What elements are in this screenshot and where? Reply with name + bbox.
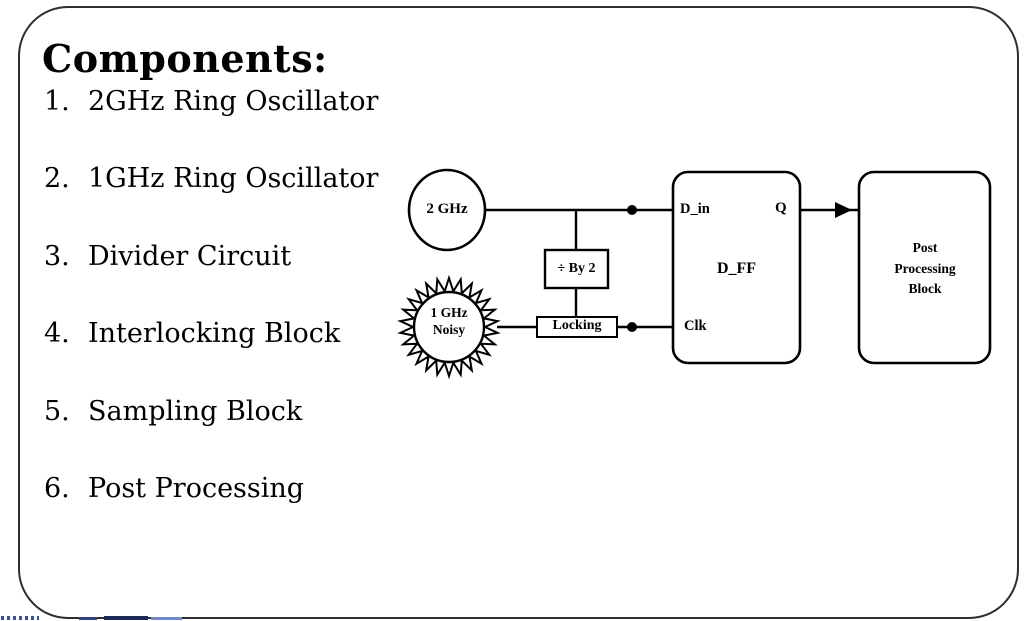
clipped-watermark-fragment — [104, 616, 148, 620]
list-number: 2. — [44, 163, 70, 194]
arrowhead-icon — [835, 202, 852, 218]
list-item-3: 3. Divider Circuit — [44, 240, 291, 274]
slide-border — [18, 6, 1019, 619]
list-number: 6. — [44, 473, 70, 504]
page-title: Components: — [42, 36, 328, 81]
dff-clk-port-label: Clk — [684, 318, 707, 334]
list-label: Divider Circuit — [88, 241, 292, 272]
oscillator-1ghz-line2: Noisy — [432, 322, 466, 337]
oscillator-1ghz-circle — [412, 290, 486, 364]
list-item-5: 5. Sampling Block — [44, 395, 302, 429]
list-number: 3. — [44, 241, 70, 272]
dff-q-port-label: Q — [775, 200, 787, 216]
list-number: 4. — [44, 318, 70, 349]
list-label: Post Processing — [88, 473, 305, 504]
oscillator-2ghz-label: 2 GHz — [426, 201, 468, 217]
list-item-4: 4. Interlocking Block — [44, 317, 340, 351]
junction-dot-clk — [627, 322, 637, 332]
list-number: 1. — [44, 86, 70, 117]
dff-name-label: D_FF — [716, 260, 757, 277]
locking-box — [536, 316, 618, 338]
post-line1: Post — [912, 240, 938, 255]
oscillator-1ghz-line1: 1 GHz — [430, 305, 468, 320]
post-processing-label: Post Processing Block — [861, 238, 989, 300]
list-label: 2GHz Ring Oscillator — [88, 86, 379, 117]
list-label: 1GHz Ring Oscillator — [88, 163, 379, 194]
divider-box — [543, 248, 610, 290]
post-line3: Block — [908, 281, 942, 296]
divider-label: ÷ By 2 — [557, 261, 596, 276]
oscillator-2ghz-circle — [407, 168, 487, 252]
list-label: Sampling Block — [88, 396, 303, 427]
list-item-1: 1. 2GHz Ring Oscillator — [44, 85, 378, 119]
clipped-watermark-fragment — [79, 617, 97, 620]
oscillator-1ghz-label: 1 GHz Noisy — [409, 304, 489, 338]
post-processing-block — [857, 170, 992, 365]
list-item-2: 2. 1GHz Ring Oscillator — [44, 162, 378, 196]
list-item-6: 6. Post Processing — [44, 472, 304, 506]
clipped-watermark-fragment — [151, 617, 182, 620]
list-label: Interlocking Block — [88, 318, 341, 349]
locking-label: Locking — [552, 318, 602, 333]
junction-dot-din — [627, 205, 637, 215]
list-number: 5. — [44, 396, 70, 427]
post-line2: Processing — [894, 260, 956, 276]
clipped-watermark-fragment — [1, 616, 39, 620]
dff-block — [671, 170, 802, 365]
dff-din-port-label: D_in — [680, 201, 710, 217]
